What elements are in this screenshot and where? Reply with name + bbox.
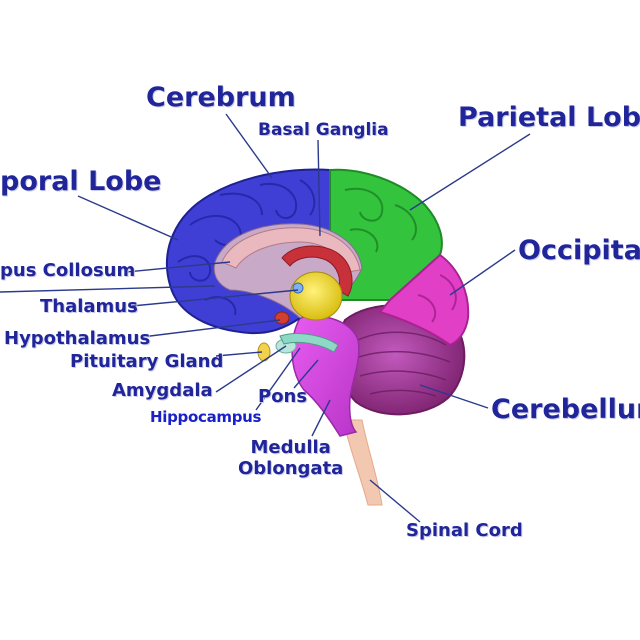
label-pons: Pons [258, 386, 308, 407]
label-temporal-lobe: poral Lobe [0, 166, 162, 197]
label-spinal-cord: Spinal Cord [406, 520, 523, 541]
label-corpus-collosum: pus Collosum [0, 260, 136, 281]
label-hypothalamus: Hypothalamus [4, 328, 151, 349]
thalamus-marker [292, 282, 304, 294]
label-medulla-line1: Medulla [250, 437, 331, 458]
label-thalamus: Thalamus [40, 296, 138, 317]
leader-lines [0, 113, 531, 523]
label-hippocampus: Hippocampus [150, 408, 262, 426]
label-cerebellum: Cerebellum [491, 394, 640, 425]
label-medulla-oblongata: Medulla Oblongata [238, 437, 344, 479]
label-medulla-line2: Oblongata [238, 457, 344, 479]
label-amygdala: Amygdala [112, 380, 213, 401]
hypothalamus [274, 311, 290, 325]
label-occipital: Occipital [518, 235, 640, 266]
label-cerebrum: Cerebrum [146, 82, 296, 113]
label-pituitary-gland: Pituitary Gland [70, 351, 224, 372]
label-parietal-lobe: Parietal Lobe [458, 102, 640, 133]
hippocampus [279, 333, 339, 353]
label-basal-ganglia: Basal Ganglia [258, 120, 389, 140]
thalamus [289, 271, 343, 321]
spinal-cord [342, 419, 383, 506]
corpus-callosum [221, 227, 361, 273]
